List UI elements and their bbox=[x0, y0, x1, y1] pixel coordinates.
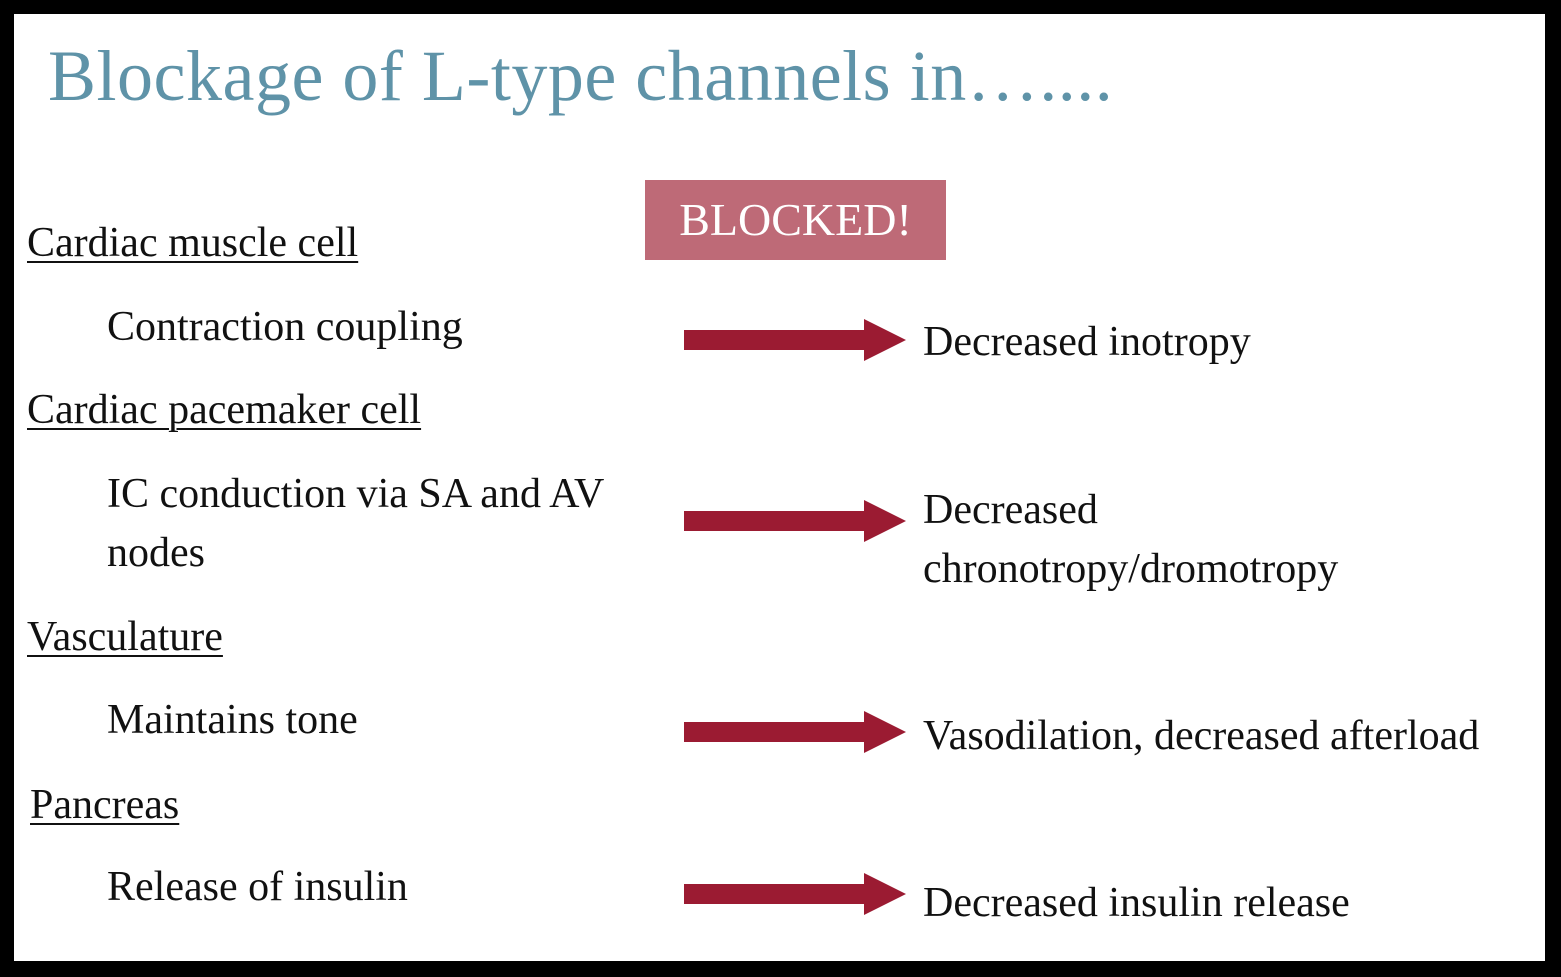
effect-vasodilation: Vasodilation, decreased afterload bbox=[923, 713, 1480, 759]
blocked-badge: BLOCKED! bbox=[645, 180, 946, 260]
effect-chronotropy-dromotropy: chronotropy/dromotropy bbox=[923, 546, 1339, 592]
right-arrow-icon bbox=[684, 500, 909, 542]
item-ic-conduction-line2: nodes bbox=[107, 530, 205, 576]
item-release-of-insulin: Release of insulin bbox=[107, 864, 408, 910]
slide: Blockage of L-type channels in….... BLOC… bbox=[14, 14, 1545, 961]
effect-decreased-insulin-release: Decreased insulin release bbox=[923, 880, 1350, 926]
item-ic-conduction-line1: IC conduction via SA and AV bbox=[107, 471, 605, 517]
right-arrow-icon bbox=[684, 711, 909, 753]
heading-vasculature: Vasculature bbox=[27, 614, 223, 660]
heading-pancreas: Pancreas bbox=[30, 782, 180, 828]
right-arrow-icon bbox=[684, 319, 909, 361]
effect-decreased-line1: Decreased bbox=[923, 487, 1098, 533]
item-contraction-coupling: Contraction coupling bbox=[107, 304, 463, 350]
effect-decreased-inotropy: Decreased inotropy bbox=[923, 319, 1251, 365]
heading-cardiac-muscle-cell: Cardiac muscle cell bbox=[27, 220, 359, 266]
heading-cardiac-pacemaker-cell: Cardiac pacemaker cell bbox=[27, 387, 422, 433]
slide-title: Blockage of L-type channels in….... bbox=[48, 36, 1114, 116]
right-arrow-icon bbox=[684, 873, 909, 915]
item-maintains-tone: Maintains tone bbox=[107, 697, 358, 743]
